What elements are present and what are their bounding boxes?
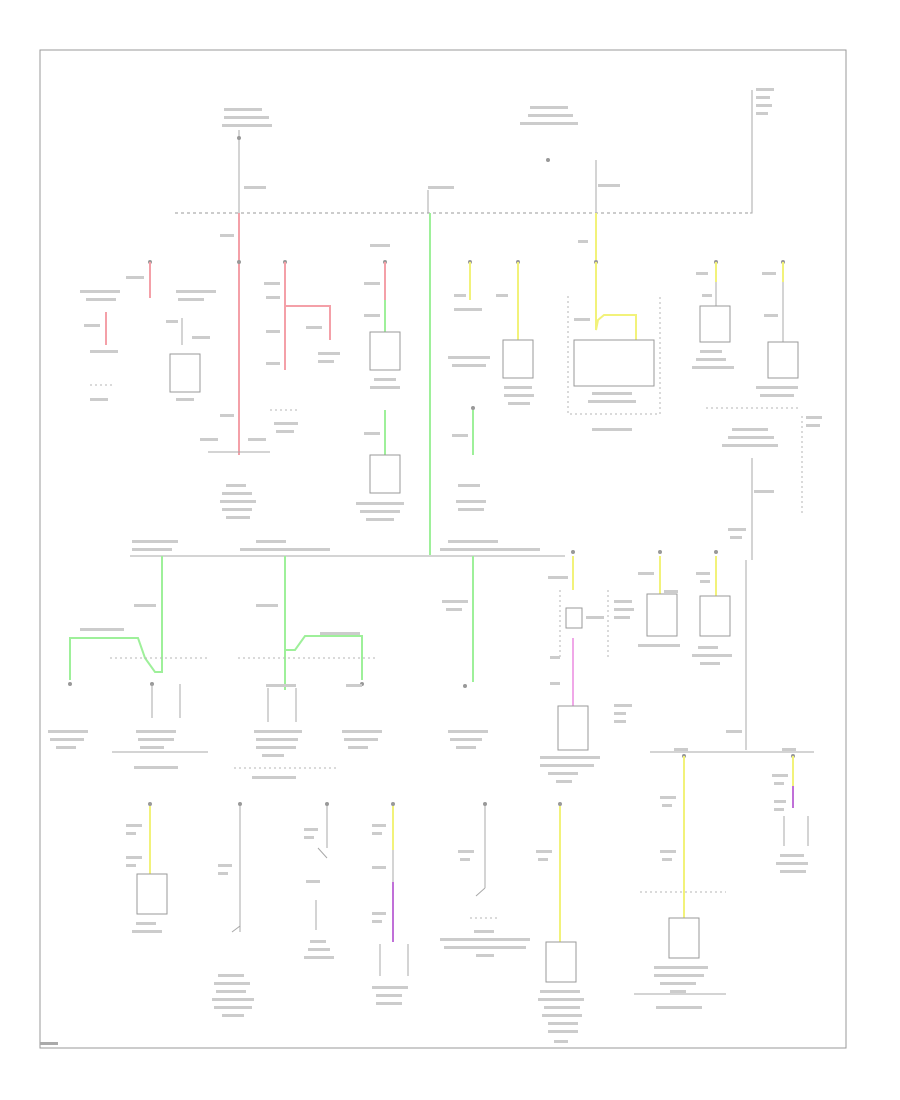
corner-tag bbox=[40, 1042, 58, 1045]
right-middle-group bbox=[540, 550, 814, 783]
power-label-right bbox=[756, 88, 774, 115]
bottom-row-group bbox=[126, 754, 809, 1043]
feed-right-vertical bbox=[750, 90, 753, 214]
green-feeds-lower bbox=[48, 556, 488, 779]
fuse-block-right bbox=[722, 416, 822, 560]
fuse-block-left bbox=[222, 108, 272, 213]
right-block-group bbox=[567, 240, 799, 431]
diagram-frame bbox=[39, 49, 847, 1049]
left-component-group bbox=[80, 260, 216, 401]
red-branch-group bbox=[200, 260, 340, 519]
center-yellow-group bbox=[448, 260, 534, 511]
fuse-block-mid bbox=[520, 106, 578, 162]
center-green-group bbox=[356, 244, 404, 521]
